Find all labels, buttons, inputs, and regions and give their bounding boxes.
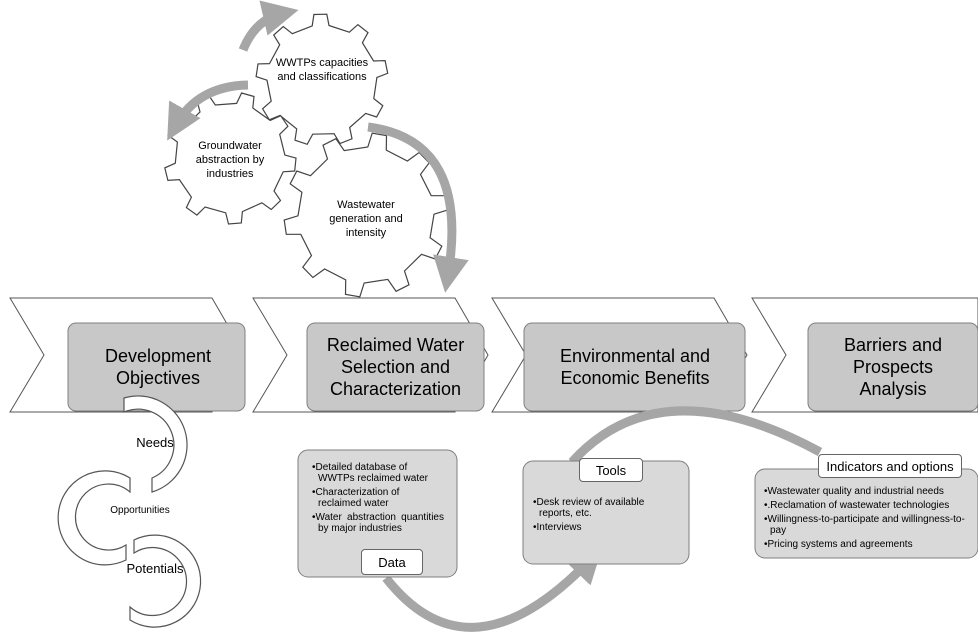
gear-wwtps-icon bbox=[255, 13, 389, 146]
cycle-ring-needs bbox=[123, 395, 188, 493]
stage-title-3: Environmental and Economic Benefits bbox=[559, 346, 711, 388]
tools-list: Desk review of available reports, etc. I… bbox=[533, 497, 673, 536]
cycle-arrow-upper bbox=[568, 406, 823, 466]
indicators-item-1: Wastewater quality and industrial needs bbox=[764, 486, 976, 497]
indicators-item-3: Willingness-to-participate and willingne… bbox=[764, 514, 976, 536]
data-item-2: Characterization of reclaimed water bbox=[312, 487, 444, 509]
data-item-3: Water abstraction quantities by major in… bbox=[312, 512, 444, 534]
cycle-ring-opportunities bbox=[57, 470, 131, 566]
gear-arrow-right bbox=[367, 122, 469, 293]
tools-item-1: Desk review of available reports, etc. bbox=[533, 497, 673, 519]
data-item-1: Detailed database of WWTPs reclaimed wat… bbox=[312, 462, 444, 484]
stage-title-1: Development Objectives bbox=[104, 346, 212, 388]
gear-label-wastewater: Wastewater generation and intensity bbox=[329, 199, 403, 239]
cycle-arrow-lower bbox=[382, 547, 603, 632]
stage-box-2 bbox=[306, 322, 485, 412]
data-tag: Data bbox=[361, 549, 423, 575]
indicators-item-4: Pricing systems and agreements bbox=[764, 539, 976, 550]
stage-title-4: Barriers and Prospects Analysis bbox=[843, 335, 943, 399]
stage-box-4 bbox=[807, 322, 978, 412]
tools-tag: Tools bbox=[579, 458, 643, 482]
cycle-ring-potentials bbox=[129, 534, 202, 628]
cycle-label-opportunities: Opportunities bbox=[110, 505, 170, 516]
gear-arrow-top bbox=[238, 0, 299, 52]
cycle-label-potentials: Potentials bbox=[126, 561, 184, 576]
tools-item-2: Interviews bbox=[533, 522, 673, 533]
stage-title-2: Reclaimed Water Selection and Characteri… bbox=[326, 335, 465, 399]
cycle-label-needs: Needs bbox=[136, 435, 174, 450]
indicators-list: Wastewater quality and industrial needs … bbox=[764, 486, 976, 553]
gear-label-groundwater: Groundwater abstraction by industries bbox=[195, 140, 265, 180]
data-list: Detailed database of WWTPs reclaimed wat… bbox=[312, 462, 444, 537]
gear-label-wwtps: WWTPs capacities and classifications bbox=[275, 57, 369, 83]
gear-arrow-left bbox=[167, 80, 249, 141]
stage-boxes bbox=[67, 322, 978, 412]
indicators-item-2: .Reclamation of wastewater technologies bbox=[764, 500, 976, 511]
stage-box-3 bbox=[523, 322, 746, 412]
indicators-tag: Indicators and options bbox=[818, 454, 962, 478]
gear-wastewater-icon bbox=[283, 132, 449, 298]
